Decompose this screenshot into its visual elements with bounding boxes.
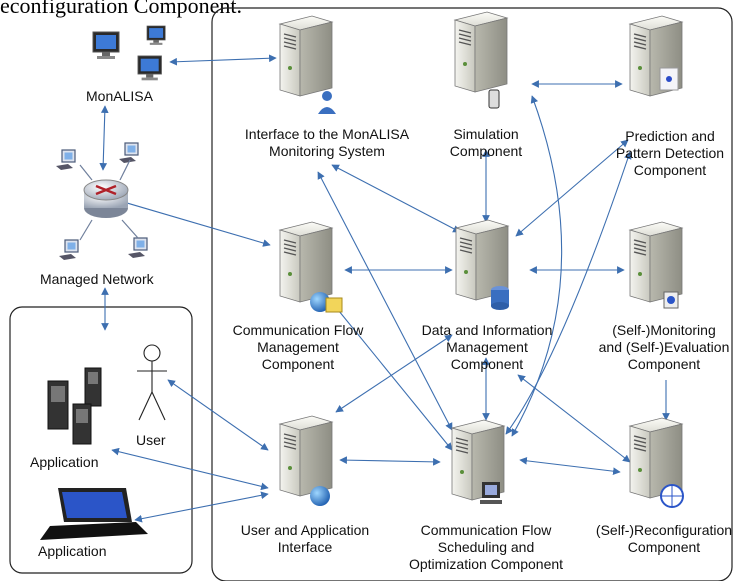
- managed-network-icon: [55, 142, 148, 261]
- label-monalisa: MonALISA: [86, 88, 153, 104]
- application-servers-icon: [47, 367, 102, 445]
- server-user-app-interface-icon: [279, 415, 333, 506]
- server-self-reconfig-icon: [629, 417, 684, 508]
- server-simulation-icon: [454, 11, 508, 109]
- top-caption: econfiguration Component.: [0, 0, 242, 18]
- server-comm-flow-sched-icon: [451, 419, 505, 504]
- server-interface-monalisa-icon: [279, 15, 336, 114]
- server-data-info-icon: [455, 219, 509, 310]
- label-application-1: Application: [30, 454, 99, 470]
- label-managed-network: Managed Network: [40, 271, 154, 287]
- monalisa-computers-icon: [92, 25, 166, 81]
- server-prediction-icon: [629, 15, 683, 97]
- user-stick-figure-icon: [137, 344, 167, 421]
- server-comm-flow-mgmt-icon: [279, 221, 343, 313]
- label-user: User: [136, 432, 166, 448]
- application-laptop-icon: [40, 488, 148, 540]
- server-self-monitoring-icon: [629, 221, 683, 309]
- label-application-2: Application: [38, 543, 107, 559]
